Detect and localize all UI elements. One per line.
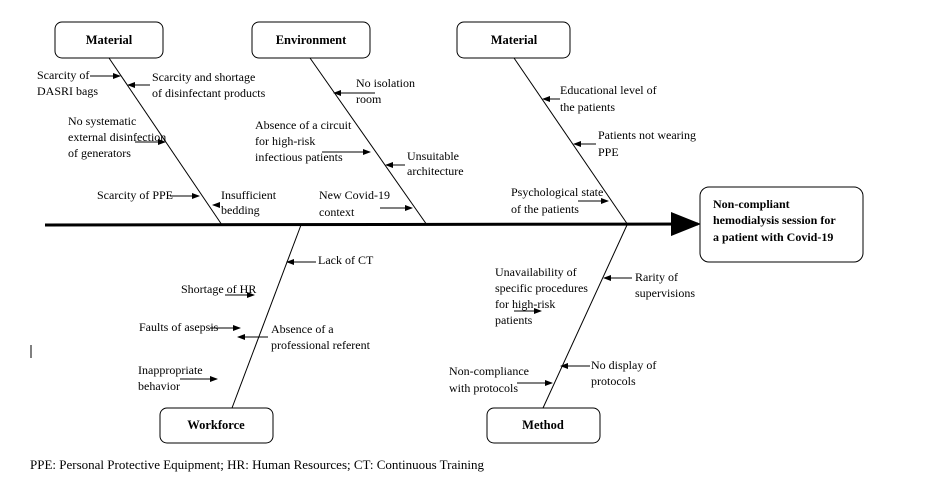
cause-label: Lack of CT bbox=[318, 253, 374, 267]
bone-material-right bbox=[513, 57, 629, 226]
spine bbox=[44, 212, 701, 237]
cause-non-compliance-protocols: Non-compliance with protocols bbox=[449, 364, 553, 395]
cause-shortage-hr: Shortage of HR bbox=[181, 282, 256, 298]
cause-label: infectious patients bbox=[255, 150, 343, 164]
cause-label: No isolation bbox=[356, 76, 415, 90]
category-title: Environment bbox=[276, 33, 347, 47]
cause-label: external disinfection bbox=[68, 130, 166, 144]
cause-label: with protocols bbox=[449, 381, 518, 395]
bone-environment bbox=[309, 57, 428, 226]
cause-label: supervisions bbox=[635, 286, 695, 300]
cause-label: Absence of a bbox=[271, 322, 334, 336]
cause-label: DASRI bags bbox=[37, 84, 98, 98]
cause-label: professional referent bbox=[271, 338, 371, 352]
effect-text: a patient with Covid-19 bbox=[713, 230, 833, 244]
cause-label: Absence of a circuit bbox=[255, 118, 352, 132]
cause-patients-no-ppe: Patients not wearing PPE bbox=[573, 128, 696, 159]
cause-label: behavior bbox=[138, 379, 180, 393]
cause-label: Unsuitable bbox=[407, 149, 459, 163]
category-box-material-left: Material bbox=[54, 21, 164, 59]
cause-no-display-protocols: No display of protocols bbox=[560, 358, 656, 388]
cause-label: Rarity of bbox=[635, 270, 678, 284]
cause-lack-of-ct: Lack of CT bbox=[286, 253, 374, 267]
cause-no-systematic-disinfection: No systematic external disinfection of g… bbox=[68, 114, 166, 160]
cause-label: New Covid-19 bbox=[319, 188, 390, 202]
cause-scarcity-ppe: Scarcity of PPE bbox=[97, 188, 200, 202]
cause-label: the patients bbox=[560, 100, 615, 114]
category-title: Material bbox=[491, 33, 538, 47]
cause-label: PPE bbox=[598, 145, 619, 159]
cause-label: of generators bbox=[68, 146, 131, 160]
cause-label: Patients not wearing bbox=[598, 128, 696, 142]
cause-psychological-state: Psychological state of the patients bbox=[511, 185, 609, 216]
cause-inappropriate-behavior: Inappropriate behavior bbox=[138, 363, 218, 393]
cause-label: Educational level of bbox=[560, 83, 657, 97]
cause-label: architecture bbox=[407, 164, 464, 178]
cause-label: specific procedures bbox=[495, 281, 588, 295]
cause-no-professional-referent: Absence of a professional referent bbox=[237, 322, 371, 352]
cause-label: Unavailability of bbox=[495, 265, 577, 279]
cause-unsuitable-architecture: Unsuitable architecture bbox=[385, 149, 464, 178]
bone-method bbox=[542, 224, 628, 409]
cause-label: Insufficient bbox=[221, 188, 277, 202]
cause-label: No systematic bbox=[68, 114, 136, 128]
cause-label: No display of bbox=[591, 358, 656, 372]
cause-no-circuit: Absence of a circuit for high-risk infec… bbox=[255, 118, 371, 164]
cause-unavailable-procedures: Unavailability of specific procedures fo… bbox=[495, 265, 588, 327]
cause-label: patients bbox=[495, 313, 533, 327]
cause-label: Psychological state bbox=[511, 185, 603, 199]
cause-label: of disinfectant products bbox=[152, 86, 266, 100]
cause-label: Shortage of HR bbox=[181, 282, 256, 296]
effect-box: Non-compliant hemodialysis session for a… bbox=[699, 186, 864, 263]
cause-label: Faults of asepsis bbox=[139, 320, 219, 334]
category-box-environment: Environment bbox=[251, 21, 371, 59]
category-box-material-right: Material bbox=[456, 21, 571, 59]
cause-faults-asepsis: Faults of asepsis bbox=[139, 320, 241, 334]
cause-disinfectant-shortage: Scarcity and shortage of disinfectant pr… bbox=[127, 70, 266, 100]
category-title: Material bbox=[86, 33, 133, 47]
cause-label: Inappropriate bbox=[138, 363, 203, 377]
cause-rarity-supervisions: Rarity of supervisions bbox=[603, 270, 695, 300]
category-box-workforce: Workforce bbox=[159, 407, 274, 444]
cause-label: Scarcity of PPE bbox=[97, 188, 173, 202]
footnote: PPE: Personal Protective Equipment; HR: … bbox=[30, 457, 484, 472]
category-title: Workforce bbox=[187, 418, 245, 432]
cause-label: context bbox=[319, 205, 355, 219]
bone-workforce bbox=[231, 224, 302, 409]
cause-no-isolation-room: No isolation room bbox=[333, 76, 415, 106]
cause-scarcity-dasri-bags: Scarcity of DASRI bags bbox=[37, 68, 121, 98]
cause-insufficient-bedding: Insufficient bedding bbox=[212, 188, 277, 217]
cause-label: Scarcity of bbox=[37, 68, 89, 82]
effect-text: hemodialysis session for bbox=[713, 213, 836, 227]
cause-label: Non-compliance bbox=[449, 364, 529, 378]
category-title: Method bbox=[522, 418, 564, 432]
cause-label: for high-risk bbox=[495, 297, 555, 311]
cause-educational-level: Educational level of the patients bbox=[542, 83, 657, 114]
effect-text: Non-compliant bbox=[713, 197, 790, 211]
cause-label: bedding bbox=[221, 203, 260, 217]
category-box-method: Method bbox=[486, 407, 601, 444]
cause-label: for high-risk bbox=[255, 134, 315, 148]
cause-label: protocols bbox=[591, 374, 636, 388]
cause-label: Scarcity and shortage bbox=[152, 70, 255, 84]
cause-label: room bbox=[356, 92, 382, 106]
cause-new-covid-context: New Covid-19 context bbox=[319, 188, 413, 219]
cause-label: of the patients bbox=[511, 202, 579, 216]
